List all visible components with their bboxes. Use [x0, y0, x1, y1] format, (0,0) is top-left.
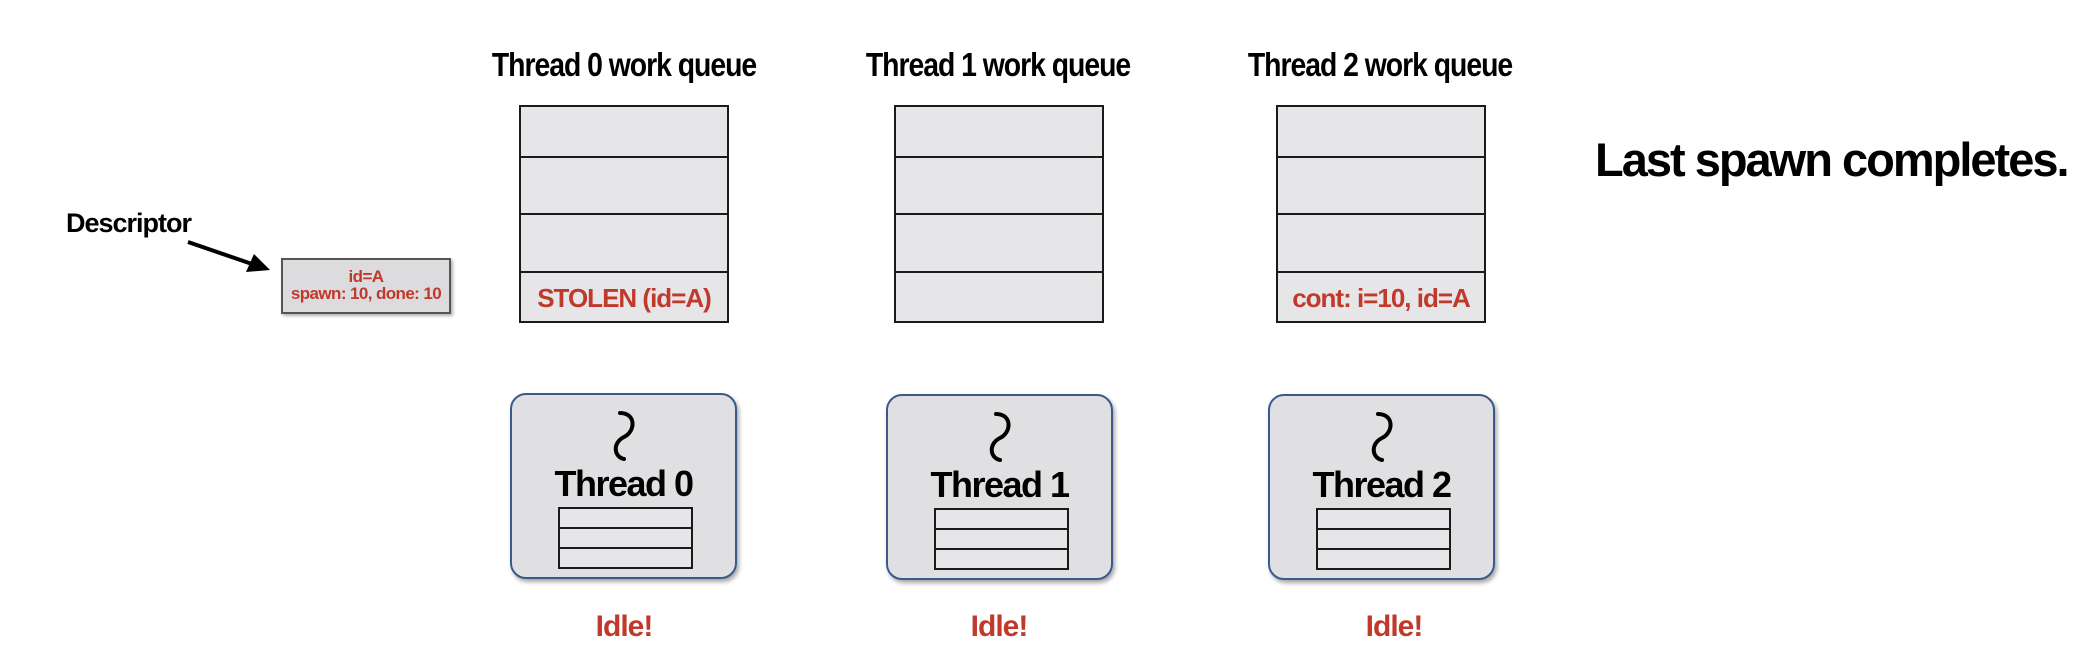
work-queue-0: STOLEN (id=A): [519, 105, 729, 323]
thread-status-2: Idle!: [1365, 610, 1424, 643]
thread-status-0: Idle!: [595, 610, 654, 643]
thread-stack-0: [558, 507, 693, 569]
descriptor-box: id=A spawn: 10, done: 10: [281, 258, 451, 314]
descriptor-label: Descriptor: [66, 208, 192, 238]
thread-label-0: Thread 0: [554, 463, 694, 504]
thread-squiggle-icon: [989, 412, 1011, 462]
descriptor-counts: spawn: 10, done: 10: [290, 284, 442, 303]
thread-label-2: Thread 2: [1312, 464, 1452, 505]
work-queue-2: cont: i=10, id=A: [1276, 105, 1486, 323]
slide-caption: Last spawn completes.: [1595, 133, 2070, 186]
queue-title-0: Thread 0 work queue: [491, 46, 757, 83]
descriptor-id: id=A: [348, 267, 385, 286]
queue-title-1: Thread 1 work queue: [865, 46, 1131, 83]
queue-title-2: Thread 2 work queue: [1247, 46, 1513, 83]
arrow-icon: [187, 240, 270, 272]
work-queue-1: [894, 105, 1104, 323]
thread-box-1: Thread 1: [886, 394, 1113, 580]
thread-box-0: Thread 0: [510, 393, 737, 579]
thread-squiggle-icon: [613, 411, 635, 461]
queue-slot-label-2: cont: i=10, id=A: [1292, 283, 1471, 313]
thread-squiggle-icon: [1371, 412, 1393, 462]
queue-slot-label-0: STOLEN (id=A): [537, 283, 712, 313]
thread-status-1: Idle!: [970, 610, 1029, 643]
thread-stack-2: [1316, 508, 1451, 570]
thread-box-2: Thread 2: [1268, 394, 1495, 580]
thread-label-1: Thread 1: [930, 464, 1070, 505]
thread-stack-1: [934, 508, 1069, 570]
